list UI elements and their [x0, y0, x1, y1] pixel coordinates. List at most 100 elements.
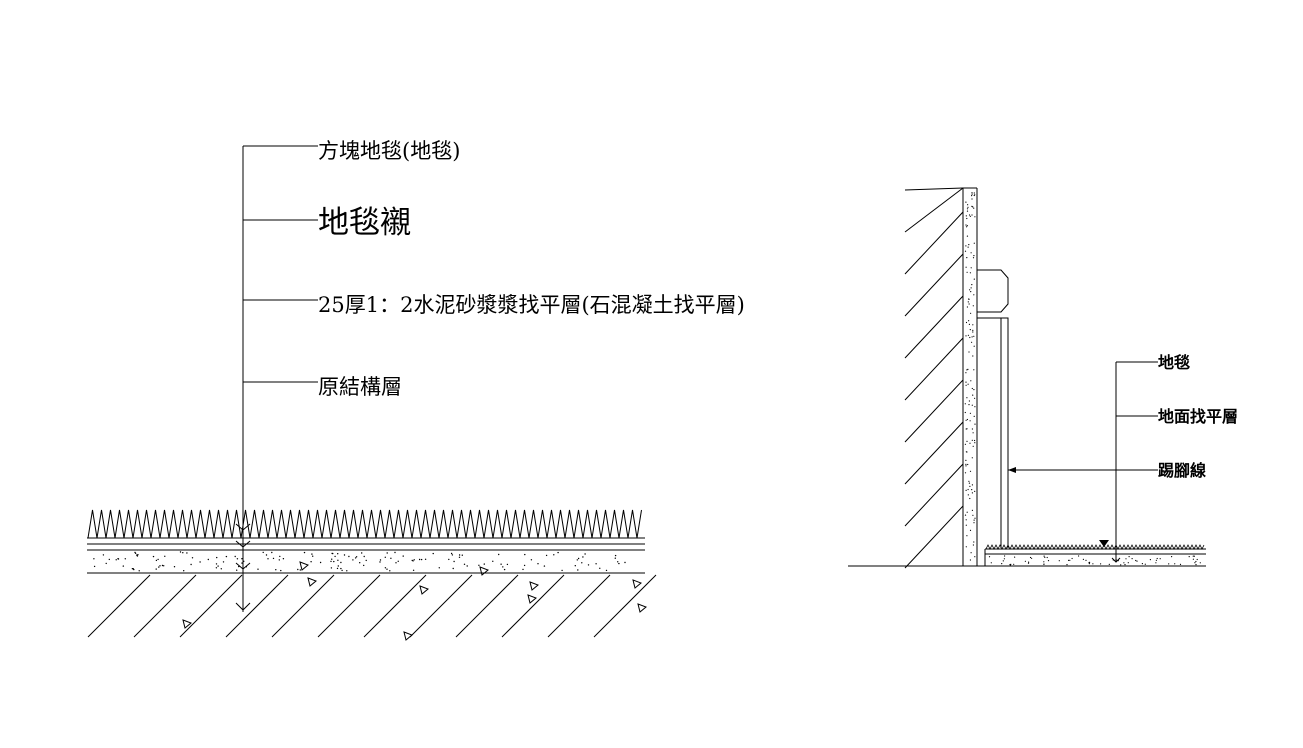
plaster-dot	[974, 556, 976, 558]
plaster-dot	[972, 355, 974, 357]
floor-dot	[1131, 558, 1133, 560]
floor-dot	[1179, 563, 1182, 566]
speckle-dot	[163, 565, 165, 567]
plaster-dot	[966, 440, 968, 442]
plaster-dot	[968, 244, 970, 246]
plaster-dot	[972, 257, 975, 259]
plaster-dot	[973, 345, 975, 347]
plaster-dot	[974, 517, 976, 519]
speckle-dot	[108, 558, 111, 561]
plaster-dot	[974, 216, 976, 218]
plaster-dot	[969, 272, 972, 274]
plaster-dot	[973, 415, 975, 417]
speckle-dot	[584, 553, 586, 555]
speckle-dot	[557, 551, 559, 554]
aggregate-triangle	[307, 577, 317, 587]
label-skirting: 踢腳線	[1158, 461, 1206, 480]
speckle-dot	[384, 556, 386, 558]
plaster-dot	[965, 372, 967, 374]
plaster-dot	[966, 225, 969, 227]
speckle-dot	[330, 567, 333, 569]
label-carpet-tile: 方塊地毯(地毯)	[318, 139, 460, 163]
plaster-dot	[970, 252, 972, 254]
speckle-dot	[155, 559, 158, 562]
speckle-dot	[577, 569, 579, 571]
plaster-dot	[965, 381, 967, 383]
skirting-board-profile	[977, 269, 1009, 313]
speckle-dot	[236, 569, 238, 571]
hatch-line	[547, 574, 611, 638]
floor-dot	[1159, 558, 1161, 560]
floor-dot	[1004, 555, 1006, 557]
floor-dot	[1029, 556, 1032, 559]
floor-dot	[1174, 563, 1176, 565]
speckle-dot	[458, 556, 461, 558]
floor-dot	[1127, 562, 1129, 564]
plaster-dot	[969, 336, 971, 339]
plaster-dot	[967, 301, 969, 303]
speckle-dot	[617, 561, 619, 563]
plaster-dot	[973, 255, 975, 257]
floor-dot	[1168, 563, 1170, 565]
plaster-dot	[968, 480, 970, 482]
floor-dot	[1144, 563, 1146, 565]
speckle-dot	[461, 554, 463, 556]
floor-dot	[1120, 564, 1122, 566]
plaster-dot	[971, 509, 974, 511]
plaster-dot	[965, 226, 968, 228]
floor-dot	[1046, 556, 1048, 559]
plaster-speckle	[964, 192, 976, 561]
plaster-dot	[972, 329, 974, 331]
plaster-dot	[965, 459, 967, 461]
speckle-dot	[124, 558, 127, 560]
speckle-dot	[379, 559, 382, 561]
speckle-dot	[614, 557, 616, 559]
plaster-dot	[966, 418, 969, 421]
speckle-dot	[412, 569, 415, 571]
plaster-dot	[972, 394, 974, 396]
floor-dot	[1082, 558, 1084, 561]
plaster-dot	[972, 544, 975, 546]
speckle-dot	[331, 558, 333, 560]
speckle-dot	[355, 556, 358, 558]
speckle-dot	[220, 568, 222, 570]
plaster-dot	[972, 445, 974, 447]
speckle-dot	[453, 560, 455, 563]
plaster-dot	[965, 245, 967, 247]
speckle-dot	[297, 568, 299, 571]
label-screed-layer: 25厚1：2水泥砂漿漿找平層(石混凝土找平層)	[318, 293, 745, 317]
plaster-dot	[973, 192, 975, 194]
floor-dot	[1125, 558, 1127, 560]
speckle-dot	[225, 555, 228, 558]
speckle-dot	[451, 554, 454, 556]
speckle-dot	[587, 564, 590, 566]
speckle-dot	[389, 570, 391, 572]
speckle-dot	[265, 554, 268, 556]
floor-dot	[1092, 563, 1094, 565]
plaster-dot	[969, 412, 972, 414]
plaster-dot	[967, 383, 969, 385]
wall-hatch-line	[904, 295, 964, 359]
floor-dot	[1195, 564, 1197, 566]
wall-hatch-line	[904, 505, 964, 569]
floor-dot	[1001, 563, 1003, 565]
hatch-line	[271, 574, 335, 638]
floor-dot	[1044, 556, 1046, 559]
floor-dot	[1031, 557, 1033, 559]
speckle-dot	[199, 561, 201, 563]
wall-hatch-line	[904, 211, 964, 275]
floor-dot	[1123, 562, 1125, 564]
speckle-dot	[503, 568, 506, 571]
speckle-dot	[379, 561, 381, 563]
speckle-dot	[384, 567, 387, 569]
level-marker	[1099, 540, 1109, 547]
speckle-dot	[397, 560, 399, 562]
hatch-line	[87, 574, 151, 638]
plaster-dot	[966, 535, 968, 537]
plaster-dot	[966, 235, 969, 237]
speckle-dot	[319, 561, 322, 564]
floor-dot	[1088, 563, 1090, 565]
speckle-dot	[618, 562, 620, 565]
floor-dot	[1195, 560, 1197, 563]
speckle-dot	[279, 555, 281, 558]
